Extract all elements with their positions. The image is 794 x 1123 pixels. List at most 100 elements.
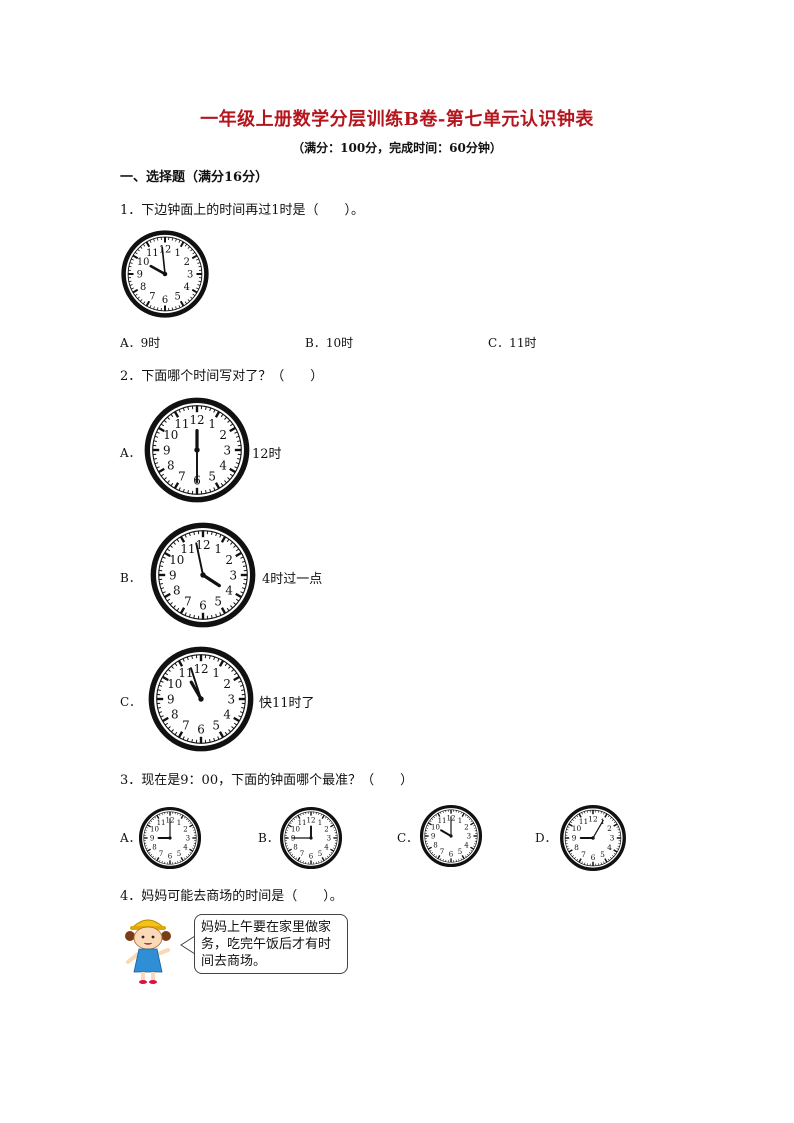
clock-tick (166, 598, 171, 602)
clock-numeral: 11 (157, 818, 166, 827)
clock-numeral: 7 (178, 470, 186, 484)
clock-tick (178, 305, 181, 308)
clock-tick (241, 707, 245, 709)
clock-tick (152, 855, 154, 858)
clock-tick (433, 853, 435, 856)
clock-numeral: 2 (464, 823, 468, 832)
clock-tick (334, 845, 337, 847)
clock-numeral: 4 (219, 458, 227, 472)
clock-numeral: 3 (227, 692, 235, 706)
clock-tick (328, 854, 331, 856)
clock-tick (437, 855, 441, 860)
clock-tick (224, 416, 227, 420)
clock-tick (318, 861, 320, 864)
clock-tick (187, 820, 190, 822)
clock-tick (160, 473, 165, 477)
clock-tick (197, 284, 201, 286)
clock-tick (467, 816, 469, 819)
clock-tick (328, 820, 331, 822)
clock-tick (144, 829, 147, 831)
minute-hand (195, 542, 204, 576)
clock-tick (600, 862, 602, 865)
clock-tick (205, 490, 207, 494)
clock-tick (153, 440, 157, 442)
clock-numeral: 8 (173, 583, 181, 597)
clock-numeral: 4 (324, 843, 329, 852)
clock-center (198, 696, 204, 702)
clock-tick (467, 853, 469, 856)
clock-tick (186, 818, 188, 821)
q3-option-d[interactable]: D． (535, 831, 557, 845)
clock-tick (186, 656, 189, 661)
clock-tick (578, 813, 582, 818)
question-4-text: 4．妈妈可能去商场的时间是（ ）。 (120, 889, 343, 904)
clock-tick (243, 565, 247, 567)
clock-tick (186, 737, 189, 742)
clock-tick (132, 254, 139, 260)
girl-with-yellow-cap-icon (118, 910, 178, 989)
q1-option-c[interactable]: C．11时 (488, 336, 537, 350)
clock-tick (239, 711, 244, 714)
clock-tick (285, 829, 288, 831)
clock-numeral: 4 (225, 583, 233, 597)
clock-tick (237, 458, 241, 460)
clock-numeral: 9 (137, 270, 143, 281)
clock-tick (160, 680, 164, 683)
clock-numeral: 3 (610, 834, 615, 843)
q1-option-b[interactable]: B．10时 (305, 336, 354, 350)
clock-tick (470, 820, 473, 822)
clock-numeral: 11 (146, 248, 159, 259)
clock-numeral: 8 (140, 282, 146, 293)
clock-tick (128, 280, 132, 283)
clock-tick (145, 300, 151, 307)
clock-tick (189, 848, 194, 852)
q2-option-b-letter[interactable]: B． (120, 571, 141, 585)
q3-option-b[interactable]: B． (258, 831, 279, 845)
clock-tick (474, 843, 477, 845)
speech-bubble: 妈妈上午要在家里做家务，吃完午饭后才有时间去商场。 (194, 914, 348, 974)
q2-option-a-letter[interactable]: A． (120, 446, 141, 460)
q2-option-c-letter[interactable]: C． (120, 695, 142, 709)
clock-tick (330, 822, 333, 824)
clock-tick (142, 301, 146, 305)
clock-numeral: 8 (293, 843, 297, 852)
clock-tick (187, 406, 189, 410)
clock-tick (429, 850, 432, 852)
hour-hand (201, 573, 221, 588)
minute-hand (190, 667, 202, 700)
speech-bubble-tail (180, 935, 196, 955)
clock-tick (198, 280, 202, 283)
clock-numeral: 7 (184, 595, 192, 609)
clock-tick (160, 423, 165, 427)
clock-tick (321, 814, 325, 819)
clock-numeral: 7 (440, 847, 444, 856)
clock-numeral: 7 (581, 850, 586, 859)
clock-tick (604, 813, 608, 818)
clock-tick (241, 560, 246, 563)
q3-option-c[interactable]: C． (397, 831, 419, 845)
clock-tick (220, 482, 224, 487)
q3-option-a[interactable]: A． (120, 831, 141, 845)
clock-tick (129, 284, 133, 286)
clock-tick (437, 812, 441, 817)
clock-numeral: 7 (182, 719, 190, 733)
clock-tick (131, 287, 134, 290)
clock-tick (193, 615, 195, 619)
clock-numeral: 4 (183, 843, 188, 852)
clock-tick (171, 307, 174, 311)
clock-tick (295, 857, 297, 860)
clock-tick (572, 819, 575, 821)
clock-tick (238, 715, 242, 718)
q1-option-a[interactable]: A．9时 (120, 336, 161, 350)
clock-tick (170, 413, 174, 418)
clock-numeral: 10 (169, 553, 184, 567)
clock-tick (191, 739, 193, 743)
clock-tick (425, 827, 428, 829)
clock-tick (182, 658, 185, 662)
clock-tick (465, 855, 467, 858)
